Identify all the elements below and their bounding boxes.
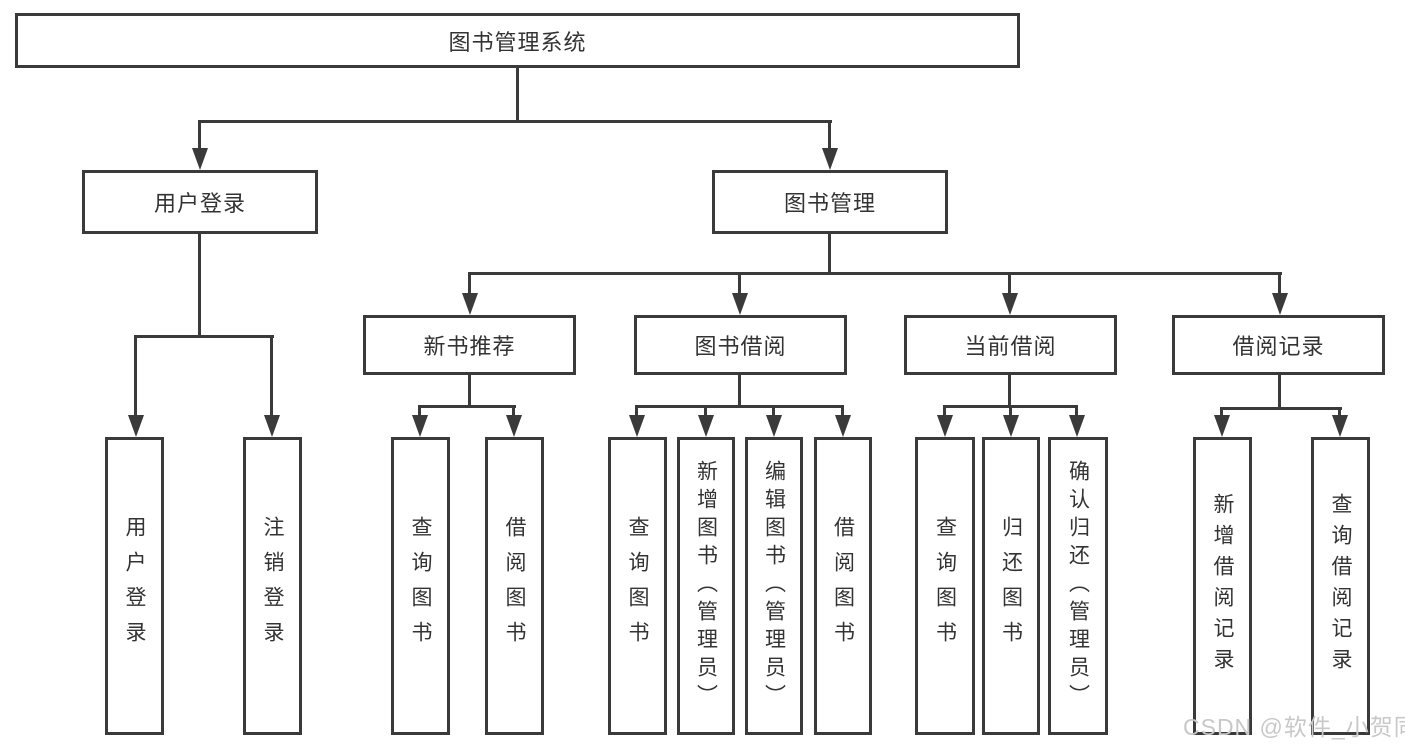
- connector-stem-current-confirm: [1075, 405, 1078, 417]
- connector-stem-records-add: [1220, 407, 1223, 417]
- connector-stem-book-management: [828, 120, 831, 150]
- leaf-query-books-recommend: 查询图书: [391, 437, 450, 735]
- arrowhead-borrow-borrow: [835, 415, 851, 437]
- connector-stem-borrow-records: [1278, 272, 1281, 295]
- arrowhead-recommend-borrow: [506, 415, 522, 437]
- leaf-borrow-books: 借阅图书: [814, 437, 872, 735]
- arrowhead-current-return: [1003, 415, 1019, 437]
- arrowhead-borrow-add: [698, 415, 714, 437]
- arrowhead-records-add: [1214, 415, 1230, 437]
- arrowhead-user-login: [192, 148, 208, 170]
- arrowhead-borrow-records: [1272, 293, 1288, 315]
- connector-book-management-hbar: [469, 272, 1282, 275]
- arrowhead-leaf-user-login: [128, 415, 144, 437]
- arrowhead-leaf-logout: [264, 415, 280, 437]
- connector-recommend-hbar: [418, 405, 516, 408]
- node-label: 借阅记录: [1232, 334, 1325, 359]
- connector-borrow-hbar: [636, 405, 844, 408]
- connector-records-stem: [1278, 375, 1281, 407]
- node-book-borrow: 图书借阅: [634, 315, 847, 375]
- leaf-edit-books-admin: 编辑图书（管理员）: [745, 437, 803, 735]
- leaf-user-login: 用户登录: [105, 437, 164, 735]
- arrowhead-current-confirm: [1069, 415, 1085, 437]
- leaf-add-books-admin: 新增图书（管理员）: [677, 437, 735, 735]
- node-label: 用户登录: [153, 191, 246, 216]
- arrowhead-book-borrow: [732, 293, 748, 315]
- node-book-management: 图书管理: [712, 170, 948, 234]
- connector-stem-recommend-query: [418, 405, 421, 417]
- node-label: 新书推荐: [423, 334, 516, 359]
- leaf-label: 查询图书: [409, 516, 432, 656]
- connector-stem-book-borrow: [738, 272, 741, 295]
- connector-stem-current-return: [1009, 405, 1012, 417]
- arrowhead-new-book-recommend: [462, 293, 478, 315]
- leaf-label: 归还图书: [999, 516, 1023, 656]
- leaf-label: 确认归还（管理员）: [1066, 460, 1090, 712]
- connector-stem-borrow-add: [704, 405, 707, 417]
- connector-stem-new-book-recommend: [468, 272, 471, 295]
- arrowhead-current-query: [937, 415, 953, 437]
- connector-stem-leaf-user-login: [134, 335, 137, 417]
- connector-borrow-stem: [738, 375, 741, 405]
- connector-stem-user-login: [198, 120, 201, 150]
- leaf-borrow-books-recommend: 借阅图书: [485, 437, 544, 735]
- connector-root-stem: [516, 68, 519, 120]
- leaf-label: 编辑图书（管理员）: [762, 460, 786, 712]
- node-user-login: 用户登录: [82, 170, 318, 234]
- arrowhead-book-management: [822, 148, 838, 170]
- connector-book-management-stem: [828, 234, 831, 272]
- csdn-watermark: CSDN @软件_小贺同学: [1183, 714, 1405, 740]
- leaf-label: 查询图书: [933, 516, 957, 656]
- leaf-label: 注销登录: [261, 516, 284, 656]
- leaf-label: 查询借阅记录: [1329, 493, 1352, 679]
- leaf-logout: 注销登录: [243, 437, 302, 735]
- node-label: 图书管理: [783, 191, 876, 216]
- leaf-confirm-return-admin: 确认归还（管理员）: [1048, 437, 1108, 735]
- connector-root-hbar: [199, 120, 832, 123]
- connector-stem-current-query: [943, 405, 946, 417]
- node-label: 当前借阅: [964, 334, 1057, 359]
- connector-stem-leaf-logout: [270, 335, 273, 417]
- connector-stem-records-query: [1338, 407, 1341, 417]
- connector-stem-borrow-edit: [772, 405, 775, 417]
- leaf-label: 新增借阅记录: [1211, 493, 1234, 679]
- node-new-book-recommend: 新书推荐: [363, 315, 576, 375]
- connector-stem-borrow-borrow: [841, 405, 844, 417]
- node-current-borrow: 当前借阅: [904, 315, 1117, 375]
- connector-stem-recommend-borrow: [512, 405, 515, 417]
- arrowhead-current-borrow: [1002, 293, 1018, 315]
- node-borrow-records: 借阅记录: [1172, 315, 1385, 375]
- leaf-label: 查询图书: [626, 516, 649, 656]
- leaf-label: 借阅图书: [831, 516, 855, 656]
- arrowhead-borrow-query: [629, 415, 645, 437]
- node-label: 图书管理系统: [448, 29, 587, 55]
- leaf-add-borrow-record: 新增借阅记录: [1193, 437, 1252, 735]
- connector-user-login-stem: [198, 234, 201, 335]
- arrowhead-records-query: [1332, 415, 1348, 437]
- node-label: 图书借阅: [694, 334, 787, 359]
- leaf-query-books-current: 查询图书: [915, 437, 975, 735]
- node-library-management-system: 图书管理系统: [15, 13, 1020, 68]
- leaf-query-borrow-record: 查询借阅记录: [1311, 437, 1370, 735]
- connector-user-login-hbar: [135, 335, 274, 338]
- arrowhead-recommend-query: [412, 415, 428, 437]
- connector-stem-borrow-query: [635, 405, 638, 417]
- connector-stem-current-borrow: [1008, 272, 1011, 295]
- leaf-label: 借阅图书: [503, 516, 526, 656]
- connector-records-hbar: [1221, 407, 1342, 410]
- leaf-query-books-borrow: 查询图书: [608, 437, 667, 735]
- leaf-label: 新增图书（管理员）: [694, 460, 718, 712]
- connector-recommend-stem: [468, 375, 471, 405]
- arrowhead-borrow-edit: [766, 415, 782, 437]
- connector-current-stem: [1008, 375, 1011, 405]
- leaf-return-books: 归还图书: [982, 437, 1040, 735]
- leaf-label: 用户登录: [123, 516, 146, 656]
